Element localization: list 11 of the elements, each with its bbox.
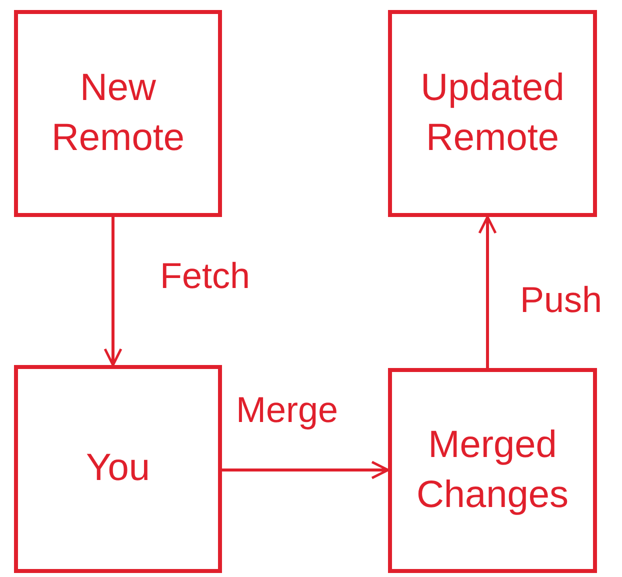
box-label: New Remote (50, 66, 186, 160)
box-label: Merged Changes (415, 423, 570, 518)
box-label: Updated Remote (420, 66, 566, 160)
process-box (14, 365, 222, 573)
process-box (14, 10, 222, 217)
arrow (104, 217, 122, 366)
process-box (388, 10, 597, 217)
arrow (478, 216, 497, 368)
process-box (388, 368, 597, 573)
box-label: You (86, 446, 150, 492)
arrow (222, 460, 390, 480)
